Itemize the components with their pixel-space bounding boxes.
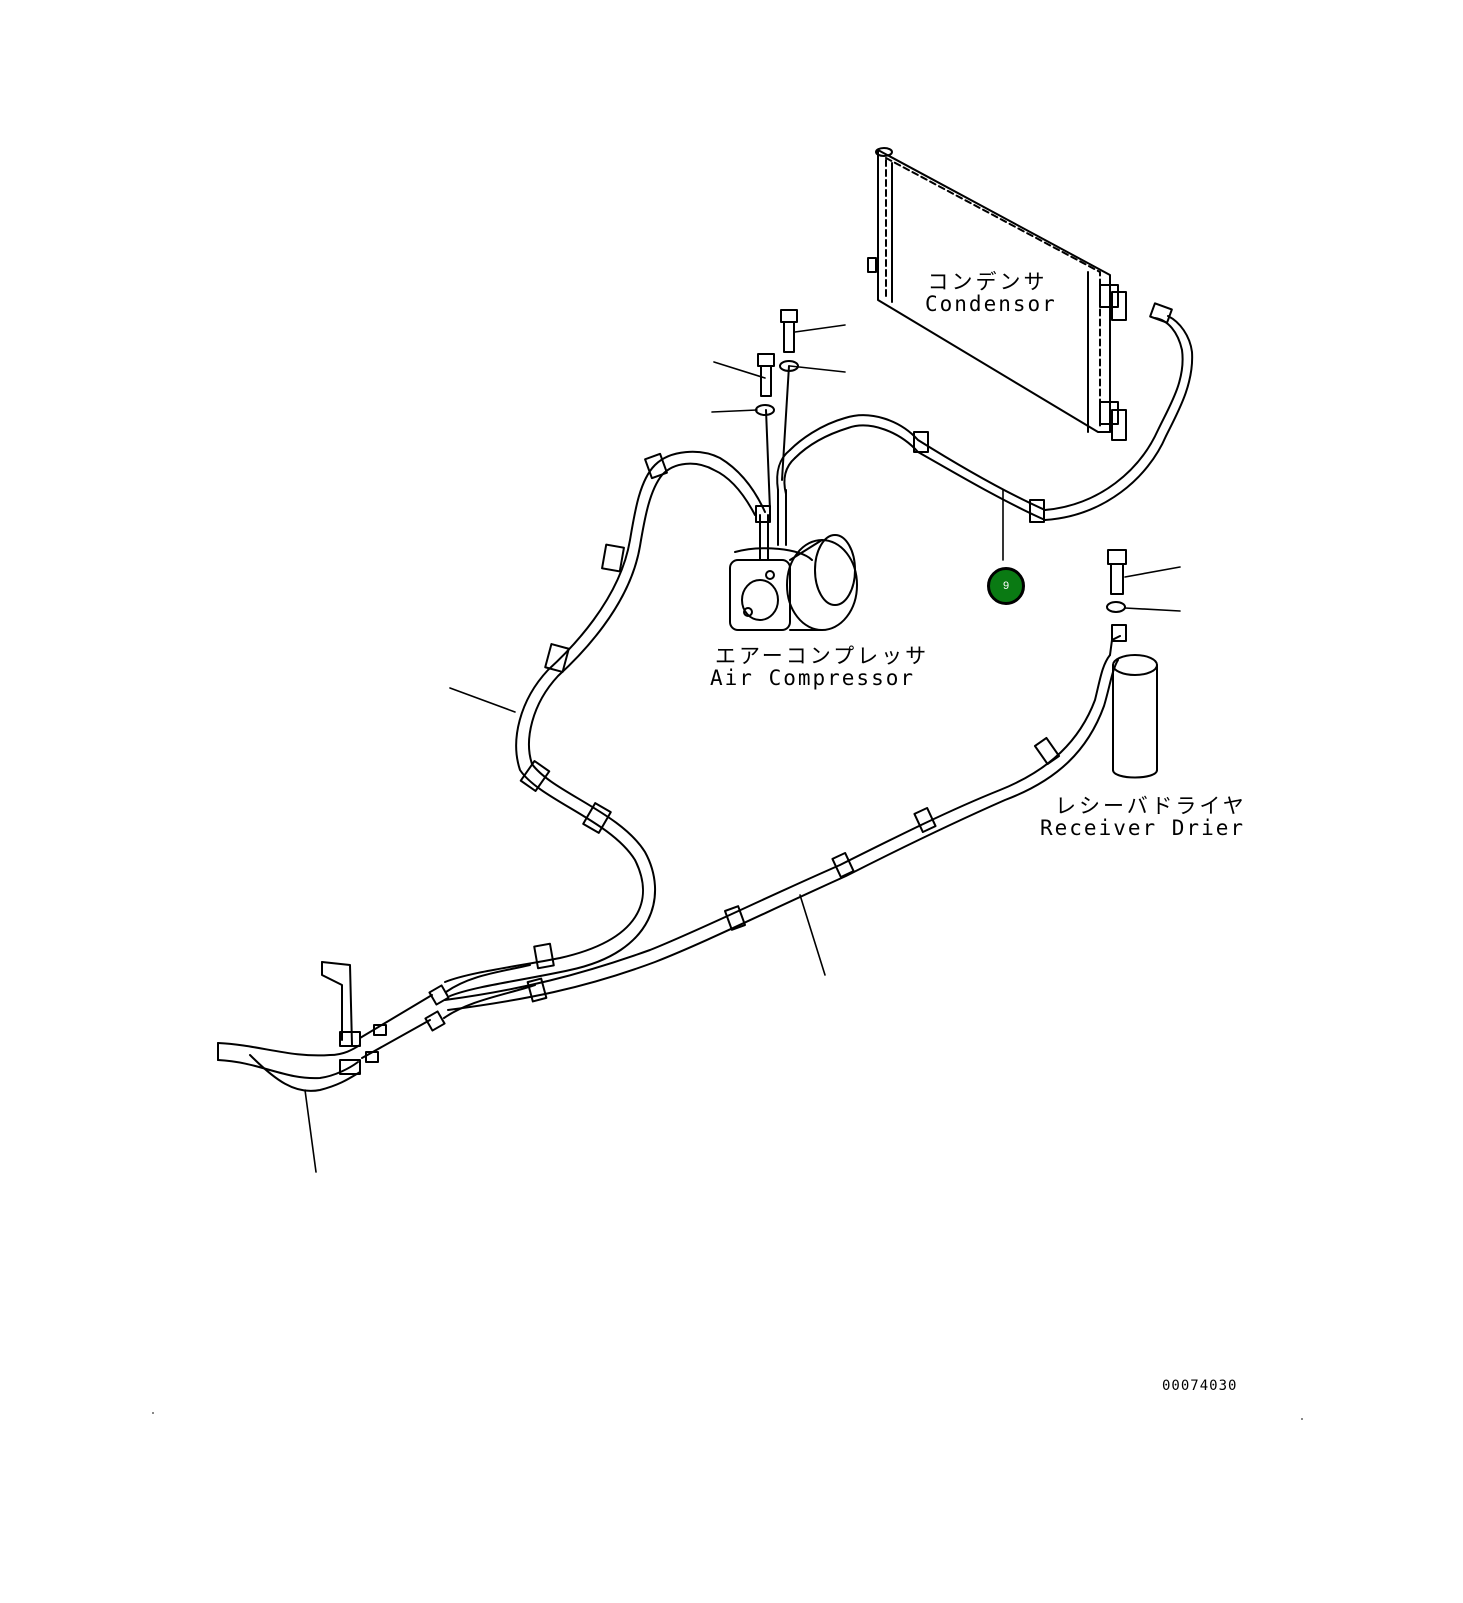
condenser-hose <box>776 302 1194 523</box>
liquid-hose <box>444 654 1119 1011</box>
condensor-label-jp: コンデンサ <box>927 270 1048 294</box>
drier-label-jp: レシーバドライヤ <box>1055 794 1247 818</box>
suction-hose <box>444 450 766 997</box>
receiver-drier <box>1109 624 1158 779</box>
condensor-label-en: Condensor <box>925 292 1057 316</box>
compressor <box>729 489 858 631</box>
bolts <box>755 309 1127 613</box>
condenser <box>867 147 1127 441</box>
compressor-label-en: Air Compressor <box>710 666 916 690</box>
speck <box>1301 1418 1303 1420</box>
speck <box>152 1412 154 1414</box>
compressor-label-jp: エアーコンプレッサ <box>715 644 930 668</box>
cab-hoses <box>217 961 536 1092</box>
part-callout-9[interactable]: 9 <box>987 567 1025 605</box>
drier-label-en: Receiver Drier <box>1040 816 1246 840</box>
document-number: 00074030 <box>1162 1378 1238 1394</box>
leader-lines <box>304 324 1181 1173</box>
